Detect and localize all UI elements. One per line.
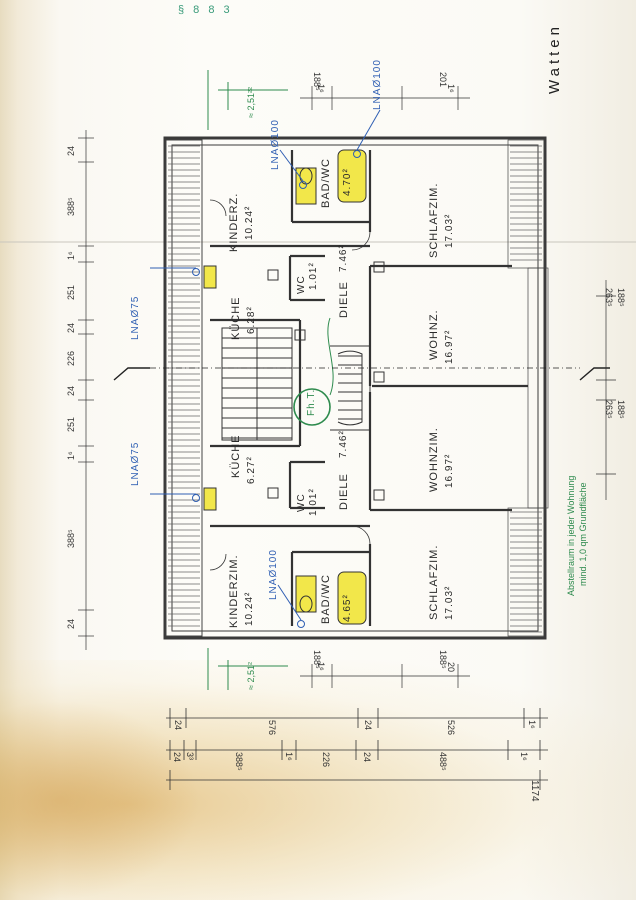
left-dimension-label: 1⁶ [66,251,76,260]
area-wc-top: 1.01² [308,262,319,290]
door-swings [209,199,371,571]
dimension-top [300,86,470,110]
left-dimension-label: 24 [66,385,76,396]
note-abstellraum: Abstellraum in jeder Wohnung [566,475,576,596]
interior-walls [210,150,528,626]
left-dimension-label: 24 [66,618,76,629]
small-dimension-label: 263⁵ [604,400,614,419]
room-wc-top: WC [296,275,307,294]
bottom-dimension-label: 24 [363,720,373,731]
green-top-dim: ≈ 2,51²² [246,87,256,118]
balcony-left [165,139,203,637]
area-bad-top: 4.70² [342,168,353,196]
lna100-bot-label: LNAØ100 [268,549,279,600]
small-dimension-label: 188⁵ [438,650,448,669]
room-wohnzim-bot: WOHNZIM. [428,427,440,492]
staircase [221,327,371,441]
bottom-dimension-label: 576 [267,720,277,736]
bottom-dimension-label: 388⁵ [234,752,244,771]
area-kueche-top: 6.28² [246,306,257,334]
room-bad-bot: BAD/WC [320,574,332,624]
bottom-dimension-label: 226 [321,752,331,768]
room-diele-bot: DIELE [338,473,350,510]
dimension-chain-left [78,130,94,650]
bottom-dimension-label: 1⁶ [527,720,537,729]
area-diele-bot: 7.46² [338,430,349,458]
bottom-dimension-label: 488⁵ [438,752,448,771]
small-dimension-label: 263⁵ [604,288,614,307]
bottom-dimension-label: 24 [173,720,183,731]
room-schlafzim-bot: SCHLAFZIM. [428,544,440,620]
room-fht: Fh.T. [306,388,317,416]
outer-walls [163,136,547,640]
area-diele-top: 7.46² [338,244,349,272]
bottom-dimension-label: 3³ [185,752,195,761]
small-dimension-label: 188⁵ [312,650,322,669]
room-kinderzim-bot: KINDERZIM. [228,554,240,628]
left-dimension-label: 251 [66,284,76,300]
room-kueche-bot: KÜCHE [230,434,242,478]
room-bad-top: BAD/WC [320,158,332,208]
area-schlafzim-bot: 17.03² [444,585,455,620]
area-wc-bot: 1.01² [308,488,319,516]
bottom-dimension-label: 1⁶ [284,752,294,761]
small-dimension-label: 201 [438,72,448,88]
paper-stain-dark [0,700,200,900]
top-scribble: § 8 8 3 [178,4,233,16]
lna-markers [150,109,381,628]
room-kueche-top: KÜCHE [230,296,242,340]
green-bottom-dim: ≈ 2,51² [246,662,256,690]
area-kinderzim-bot: 10.24² [244,591,255,626]
room-wohnz-top: WOHNZ. [428,309,440,360]
small-dimension-label: 188⁵ [616,400,626,419]
area-kueche-bot: 6.27² [246,456,257,484]
room-kinderz-top: KINDERZ. [228,192,240,252]
area-schlafzim-top: 17.03² [444,213,455,248]
small-dimension-label: 188⁵ [312,72,322,91]
left-dimension-label: 388⁵ [66,529,76,548]
title-fragment: Watten [546,23,563,94]
bottom-dimension-label: 24 [172,752,182,763]
dimension-chain-right [596,280,616,500]
area-wohnz-top: 16.97² [444,329,455,364]
room-wc-bot: WC [296,493,307,512]
bottom-dimension-label: 526 [446,720,456,736]
bottom-dimension-label: 1⁶ [519,752,529,761]
lna75-bot-label: LNAØ75 [130,441,141,486]
dimension-bottom-small [300,664,470,688]
lna75-top-label: LNAØ75 [130,295,141,340]
room-schlafzim-top: SCHLAFZIM. [428,182,440,258]
note-grundflaeche: mind. 1,0 qm Grundfläche [578,482,588,586]
balcony-right [507,139,549,637]
kitchen-fixtures [203,265,217,511]
total-dimension: 1174 [529,780,540,802]
lna100-top2-label: LNAØ100 [270,119,281,170]
lna100-top-label: LNAØ100 [372,59,383,110]
fht-marker [293,317,334,426]
area-bad-bot: 4.65² [342,594,353,622]
green-dim-marks [207,70,288,690]
left-dimension-label: 24 [66,145,76,156]
area-wohnzim-bot: 16.97² [444,453,455,488]
section-cut-markers [113,367,610,381]
small-dimension-label: 188⁵ [616,288,626,307]
left-dimension-label: 226 [66,350,76,366]
left-dimension-label: 1⁶ [66,451,76,460]
room-diele-top: DIELE [338,281,350,318]
bottom-dimension-label: 24 [362,752,372,763]
left-dimension-label: 388⁵ [66,197,76,216]
left-dimension-label: 24 [66,322,76,333]
area-kinderz-top: 10.24² [244,205,255,240]
dimension-bottom-chains [166,708,548,790]
fixture-squares [267,261,385,501]
left-dimension-label: 251 [66,416,76,432]
